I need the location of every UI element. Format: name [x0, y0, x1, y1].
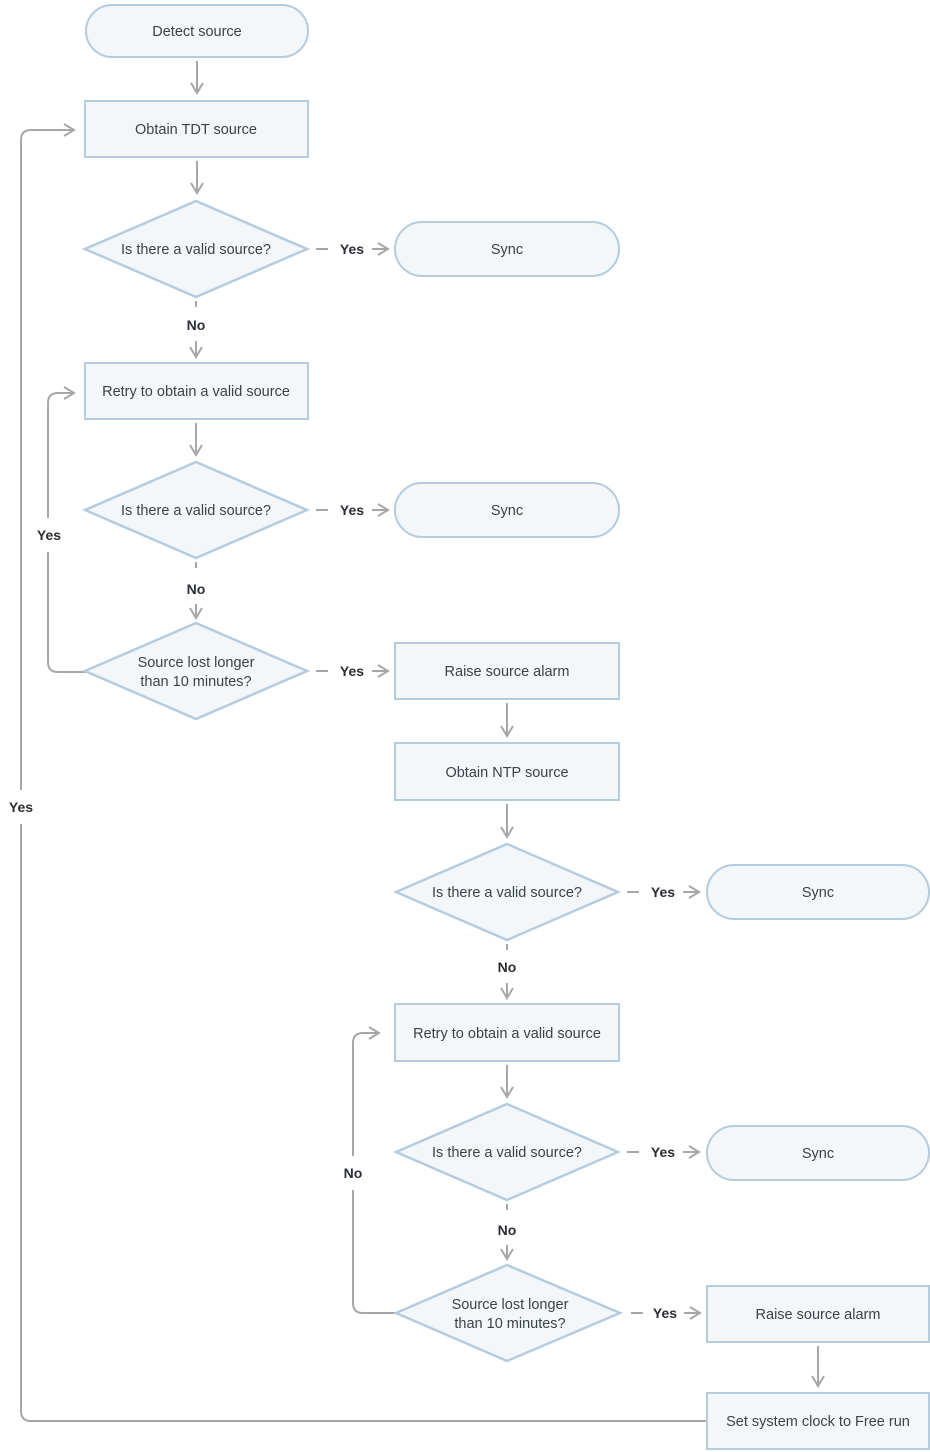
node-source-lost-tdt: Source lost longer than 10 minutes?	[81, 621, 311, 721]
edge-label-source-lost-ntp-yes: Yes	[653, 1305, 677, 1321]
edge-label-valid1-yes: Yes	[340, 241, 364, 257]
edge-label-source-lost-ntp-loop: No	[344, 1165, 363, 1181]
edge-label-free-run-loop: Yes	[9, 799, 33, 815]
edge-source-lost-ntp-loop-to-retry	[352, 1033, 396, 1314]
valid-source-3-shape	[392, 842, 622, 942]
sync-2-label: Sync	[491, 503, 523, 519]
node-set-free-run: Set system clock to Free run	[706, 1392, 930, 1450]
edge-label-valid3-yes: Yes	[651, 884, 675, 900]
obtain-ntp-label: Obtain NTP source	[445, 765, 568, 781]
node-sync-4: Sync	[706, 1125, 930, 1181]
retry-tdt-shape	[84, 362, 309, 420]
node-valid-source-2: Is there a valid source?	[81, 460, 311, 560]
obtain-tdt-shape	[84, 100, 309, 158]
edge-label-valid4-no: No	[498, 1222, 517, 1238]
node-obtain-ntp-source: Obtain NTP source	[394, 742, 620, 801]
source-lost-tdt-label-line2: than 10 minutes?	[140, 674, 251, 690]
sync-4-label: Sync	[802, 1146, 834, 1162]
valid-source-1-label: Is there a valid source?	[121, 242, 271, 258]
detect-source-shape	[85, 4, 309, 58]
valid-source-4-shape	[392, 1102, 622, 1202]
node-raise-alarm-ntp: Raise source alarm	[706, 1285, 930, 1343]
set-free-run-shape	[706, 1392, 930, 1450]
node-source-lost-ntp: Source lost longer than 10 minutes?	[392, 1263, 624, 1363]
valid-source-3-label: Is there a valid source?	[432, 885, 582, 901]
edge-label-valid2-yes: Yes	[340, 502, 364, 518]
valid-source-2-label: Is there a valid source?	[121, 503, 271, 519]
obtain-tdt-label: Obtain TDT source	[135, 122, 257, 138]
raise-alarm-ntp-shape	[706, 1285, 930, 1343]
node-valid-source-1: Is there a valid source?	[81, 199, 311, 299]
node-valid-source-4: Is there a valid source?	[392, 1102, 622, 1202]
source-lost-ntp-shape	[392, 1263, 624, 1363]
source-lost-tdt-label-line1: Source lost longer	[138, 655, 255, 671]
node-valid-source-3: Is there a valid source?	[392, 842, 622, 942]
edge-source-lost-tdt-loop-to-retry	[47, 393, 86, 673]
edge-label-valid3-no: No	[498, 959, 517, 975]
set-free-run-label: Set system clock to Free run	[726, 1414, 910, 1430]
node-detect-source: Detect source	[85, 4, 309, 58]
node-retry-tdt: Retry to obtain a valid source	[84, 362, 309, 420]
retry-ntp-shape	[394, 1003, 620, 1062]
sync-1-shape	[394, 221, 620, 277]
valid-source-2-shape	[81, 460, 311, 560]
source-lost-tdt-shape	[81, 621, 311, 721]
detect-source-label: Detect source	[152, 24, 241, 40]
node-retry-ntp: Retry to obtain a valid source	[394, 1003, 620, 1062]
source-lost-ntp-label-line1: Source lost longer	[452, 1297, 569, 1313]
node-sync-3: Sync	[706, 864, 930, 920]
edge-label-valid1-no: No	[187, 317, 206, 333]
valid-source-1-shape	[81, 199, 311, 299]
node-raise-alarm-tdt: Raise source alarm	[394, 642, 620, 700]
edge-label-source-lost-tdt-yes: Yes	[340, 663, 364, 679]
sync-3-shape	[706, 864, 930, 920]
raise-alarm-tdt-label: Raise source alarm	[445, 664, 570, 680]
sync-4-shape	[706, 1125, 930, 1181]
sync-1-label: Sync	[491, 242, 523, 258]
node-sync-2: Sync	[394, 482, 620, 538]
retry-ntp-label: Retry to obtain a valid source	[413, 1026, 601, 1042]
sync-2-shape	[394, 482, 620, 538]
source-lost-ntp-label-line2: than 10 minutes?	[454, 1316, 565, 1332]
edge-label-valid2-no: No	[187, 581, 206, 597]
valid-source-4-label: Is there a valid source?	[432, 1145, 582, 1161]
edge-label-source-lost-tdt-loop: Yes	[37, 527, 61, 543]
raise-alarm-ntp-label: Raise source alarm	[756, 1307, 881, 1323]
node-obtain-tdt-source: Obtain TDT source	[84, 100, 309, 158]
raise-alarm-tdt-shape	[394, 642, 620, 700]
obtain-ntp-shape	[394, 742, 620, 801]
edge-label-valid4-yes: Yes	[651, 1144, 675, 1160]
sync-3-label: Sync	[802, 885, 834, 901]
edge-free-run-loop-to-obtain-tdt	[20, 130, 707, 1422]
retry-tdt-label: Retry to obtain a valid source	[102, 384, 290, 400]
node-sync-1: Sync	[394, 221, 620, 277]
